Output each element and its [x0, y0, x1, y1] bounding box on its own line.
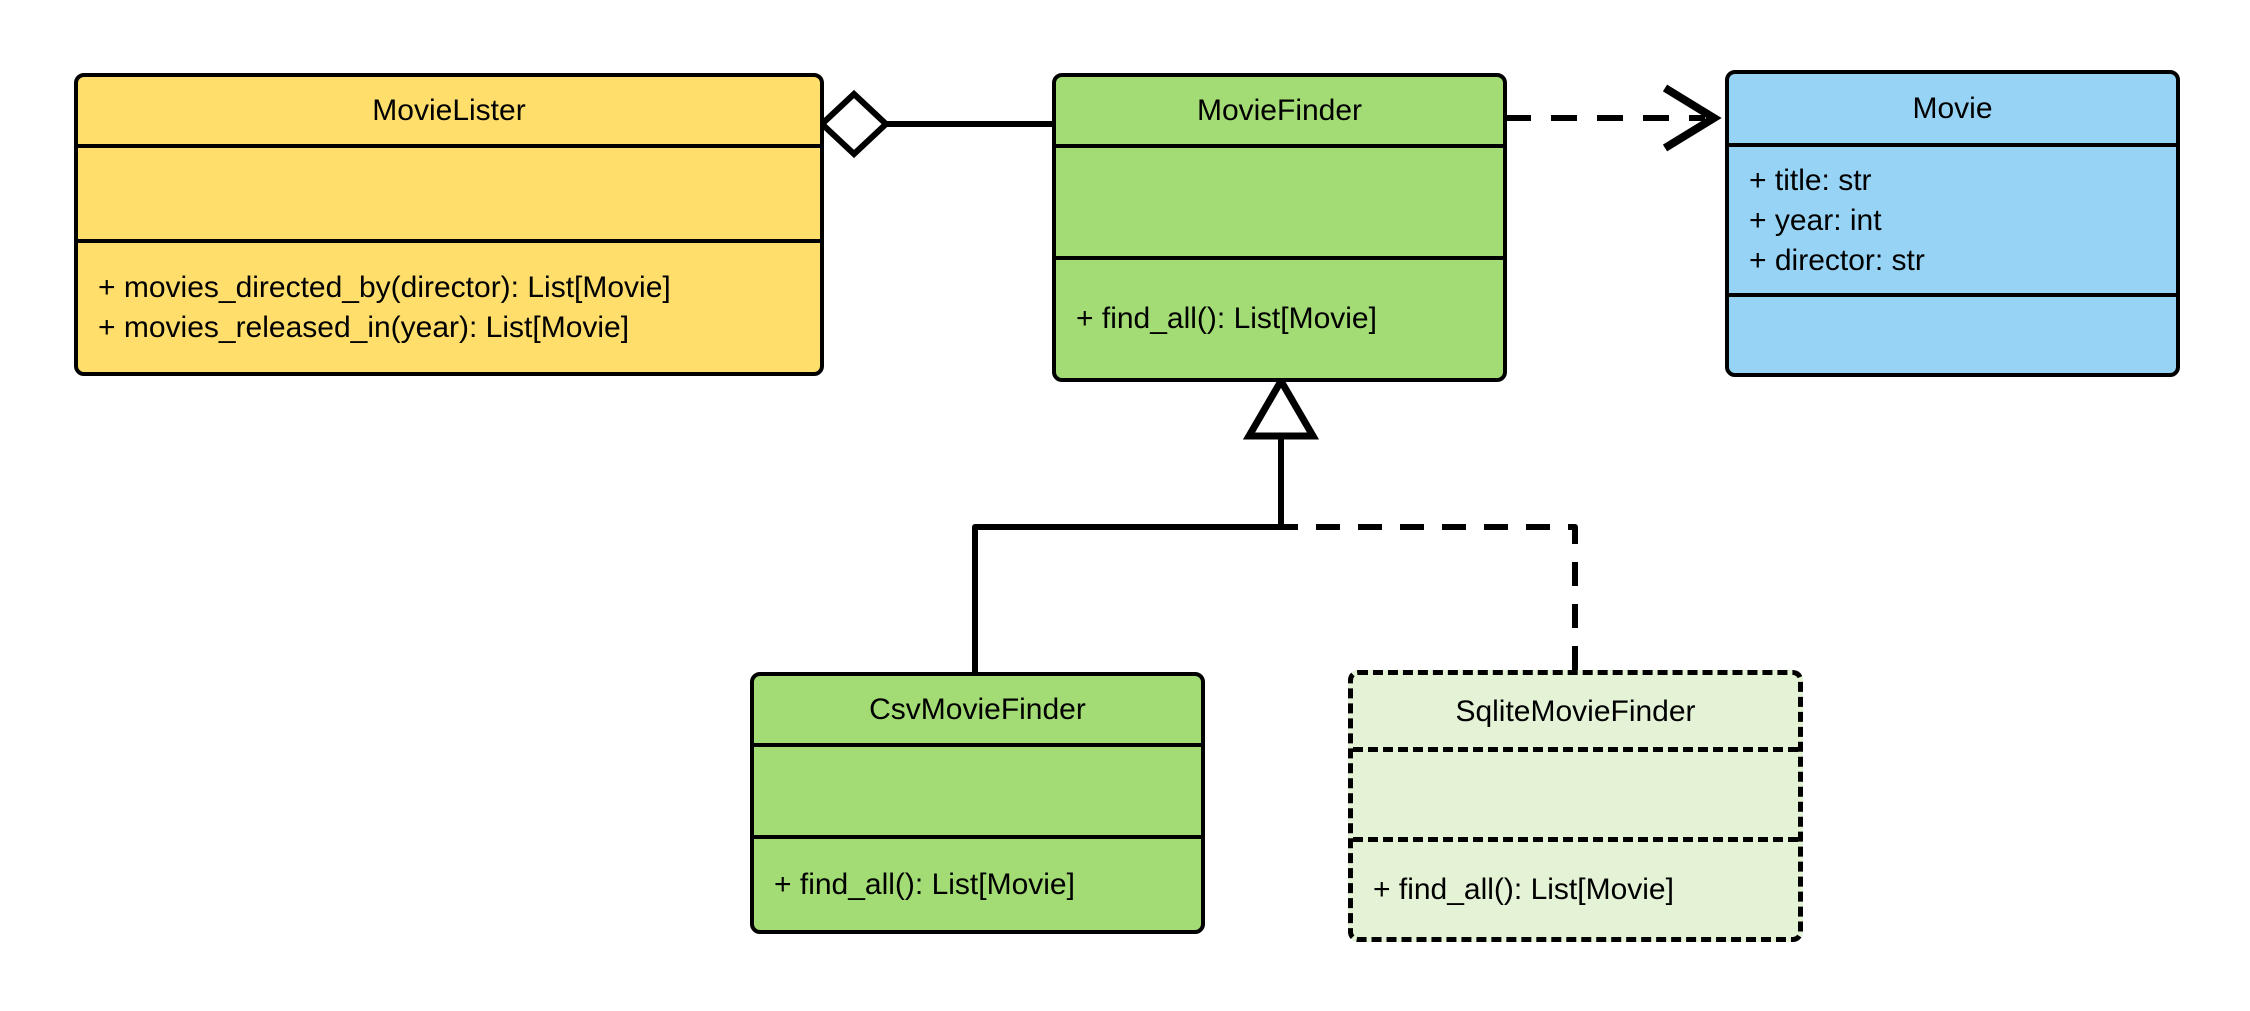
class-name-label: MovieLister [372, 94, 526, 127]
class-name-compartment: Movie [1729, 74, 2176, 143]
class-box-csv-movie-finder[interactable]: CsvMovieFinder + find_all(): List[Movie] [750, 672, 1205, 934]
class-name-label: MovieFinder [1196, 94, 1363, 127]
methods-compartment [1729, 293, 2176, 373]
generalization-line-solid [972, 415, 1284, 672]
attributes-compartment [754, 743, 1201, 835]
open-arrow-marker [1662, 84, 1722, 152]
methods-compartment: + find_all(): List[Movie] [1056, 256, 1503, 378]
edge-sqlite-inherits-finder [1278, 415, 1578, 670]
attribute-item: + year: int [1749, 204, 1882, 238]
class-name-compartment: SqliteMovieFinder [1353, 675, 1798, 747]
class-box-sqlite-movie-finder[interactable]: SqliteMovieFinder + find_all(): List[Mov… [1348, 670, 1803, 942]
class-name-compartment: CsvMovieFinder [754, 676, 1201, 743]
method-item: + movies_released_in(year): List[Movie] [98, 310, 630, 344]
edge-finder-depends-movie [1505, 84, 1722, 152]
attribute-item: + title: str [1749, 164, 1872, 198]
hollow-diamond-marker [817, 89, 891, 159]
generalization-line-dashed [1278, 415, 1578, 670]
attributes-compartment [78, 144, 820, 239]
methods-compartment: + find_all(): List[Movie] [1353, 837, 1798, 937]
class-name-label: CsvMovieFinder [869, 693, 1086, 726]
class-name-label: SqliteMovieFinder [1455, 694, 1696, 728]
class-box-movie[interactable]: Movie + title: str + year: int + directo… [1725, 70, 2180, 377]
class-name-label: Movie [1912, 92, 1993, 125]
class-name-compartment: MovieFinder [1056, 77, 1503, 144]
hollow-triangle-marker [1242, 374, 1320, 440]
attributes-compartment [1056, 144, 1503, 256]
edge-lister-aggregates-finder [817, 89, 1052, 159]
methods-compartment: + find_all(): List[Movie] [754, 835, 1201, 930]
class-name-compartment: MovieLister [78, 77, 820, 144]
attribute-item: + director: str [1749, 243, 1925, 277]
attributes-compartment: + title: str + year: int + director: str [1729, 143, 2176, 293]
method-item: + find_all(): List[Movie] [1076, 302, 1377, 336]
method-item: + find_all(): List[Movie] [774, 867, 1075, 901]
method-item: + find_all(): List[Movie] [1373, 872, 1674, 906]
class-box-movie-lister[interactable]: MovieLister + movies_directed_by(directo… [74, 73, 824, 376]
attributes-compartment [1353, 747, 1798, 837]
class-box-movie-finder[interactable]: MovieFinder + find_all(): List[Movie] [1052, 73, 1507, 382]
methods-compartment: + movies_directed_by(director): List[Mov… [78, 239, 820, 372]
method-item: + movies_directed_by(director): List[Mov… [98, 270, 671, 304]
edge-csv-inherits-finder [972, 415, 1284, 672]
